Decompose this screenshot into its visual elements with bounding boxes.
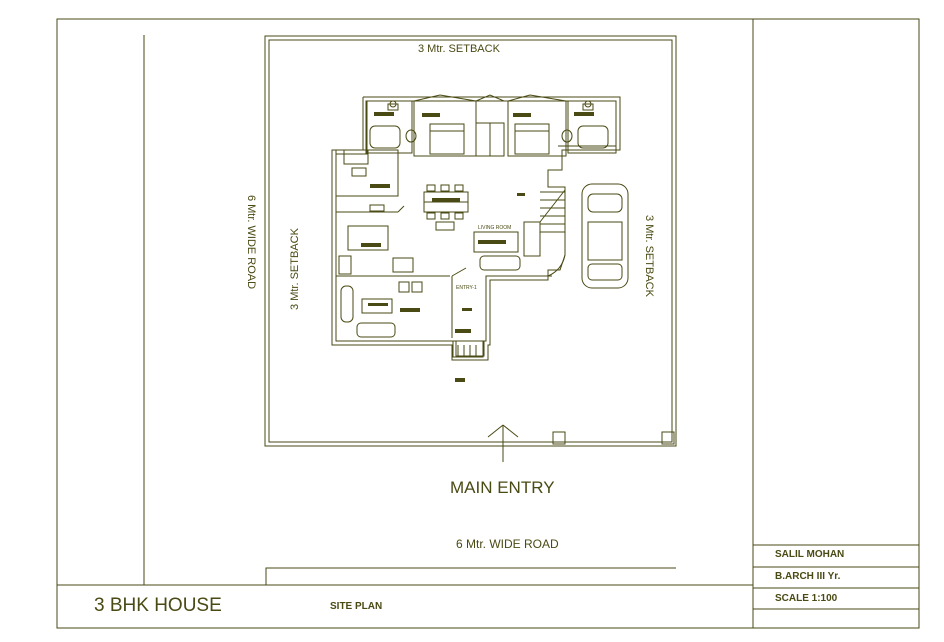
project-title: 3 BHK HOUSE bbox=[94, 595, 222, 616]
author-name: SALIL MOHAN bbox=[775, 549, 845, 560]
setback-label-left: 3 Mtr. SETBACK bbox=[289, 228, 301, 310]
room-label-entry: ENTRY-1 bbox=[456, 285, 477, 291]
setback-label-top: 3 Mtr. SETBACK bbox=[418, 43, 500, 55]
course-name: B.ARCH III Yr. bbox=[775, 571, 841, 582]
car-parking bbox=[581, 183, 629, 289]
main-entry-label: MAIN ENTRY bbox=[450, 478, 555, 497]
plot-boundary bbox=[264, 35, 677, 447]
road-label-left: 6 Mtr. WIDE ROAD bbox=[245, 194, 257, 290]
setback-label-right: 3 Mtr. SETBACK bbox=[643, 215, 655, 297]
road-label-bottom: 6 Mtr. WIDE ROAD bbox=[456, 537, 559, 551]
sheet-border bbox=[56, 18, 920, 629]
sheet-name: SITE PLAN bbox=[330, 601, 383, 612]
staircase bbox=[540, 191, 565, 233]
house-floor-plan bbox=[331, 94, 621, 361]
entry-arrow bbox=[487, 424, 519, 462]
room-label-living: LIVING ROOM bbox=[478, 225, 512, 231]
scale-note: SCALE 1:100 bbox=[775, 593, 838, 604]
road-edge-bottom bbox=[265, 567, 676, 585]
